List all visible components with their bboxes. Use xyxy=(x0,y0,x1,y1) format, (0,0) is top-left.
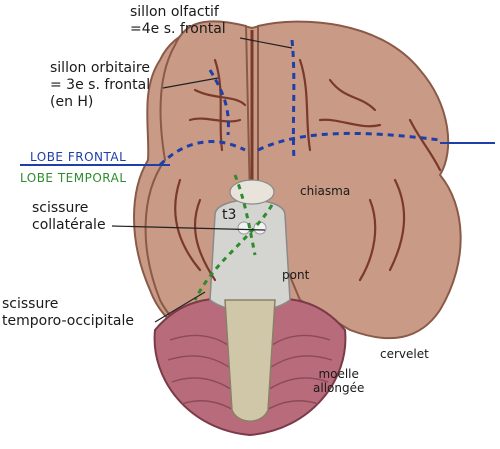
scissure-temporo-occipitale-label: scissure temporo-occipitale xyxy=(2,296,134,330)
pont-label: pont xyxy=(282,268,310,282)
optic-chiasm xyxy=(229,179,275,205)
orbital-sulcus-marker xyxy=(208,69,230,136)
olfactory-sulcus-marker xyxy=(290,39,296,161)
t3-label: t3 xyxy=(222,207,237,223)
scissure-temporo-occipitale-line2: temporo-occipitale xyxy=(2,313,134,329)
orbital-leader xyxy=(162,77,219,89)
mammillary-body xyxy=(237,221,251,235)
temporo-occipital-sulcus-marker xyxy=(193,204,274,301)
moelle-allongee-label: moelle allongée xyxy=(313,367,364,395)
temporo-occipital-leader xyxy=(154,291,206,323)
sillon-orbitaire-line1: sillon orbitaire xyxy=(50,60,150,76)
chiasma-label: chiasma xyxy=(300,184,351,198)
scissure-temporo-occipitale-line1: scissure xyxy=(2,296,59,312)
medulla xyxy=(224,299,276,422)
sillon-orbitaire-line2: = 3e s. frontal xyxy=(50,77,151,93)
cervelet-label: cervelet xyxy=(380,347,429,361)
frontal-boundary xyxy=(158,131,441,167)
moelle-allongee-line1: moelle xyxy=(318,367,359,381)
collateral-leader xyxy=(111,225,266,231)
lobe-temporal-label: LOBE TEMPORAL xyxy=(20,171,127,185)
sillon-olfactif-line2: =4e s. frontal xyxy=(130,21,226,37)
scissure-collaterale-line1: scissure xyxy=(32,200,89,216)
moelle-allongee-line2: allongée xyxy=(313,381,365,395)
sillon-olfactif-label: sillon olfactif =4e s. frontal xyxy=(130,4,226,38)
collateral-sulcus-marker xyxy=(233,174,257,256)
sillon-orbitaire-label: sillon orbitaire = 3e s. frontal (en H) xyxy=(50,60,150,111)
scissure-collaterale-label: scissure collatérale xyxy=(32,200,106,234)
olfactory-leader xyxy=(239,37,293,49)
sillon-orbitaire-line3: (en H) xyxy=(50,94,94,110)
scissure-collaterale-line2: collatérale xyxy=(32,217,106,233)
sillon-olfactif-line1: sillon olfactif xyxy=(130,4,219,20)
lobe-frontal-label: LOBE FRONTAL xyxy=(30,150,127,164)
right-hemisphere xyxy=(257,20,462,340)
